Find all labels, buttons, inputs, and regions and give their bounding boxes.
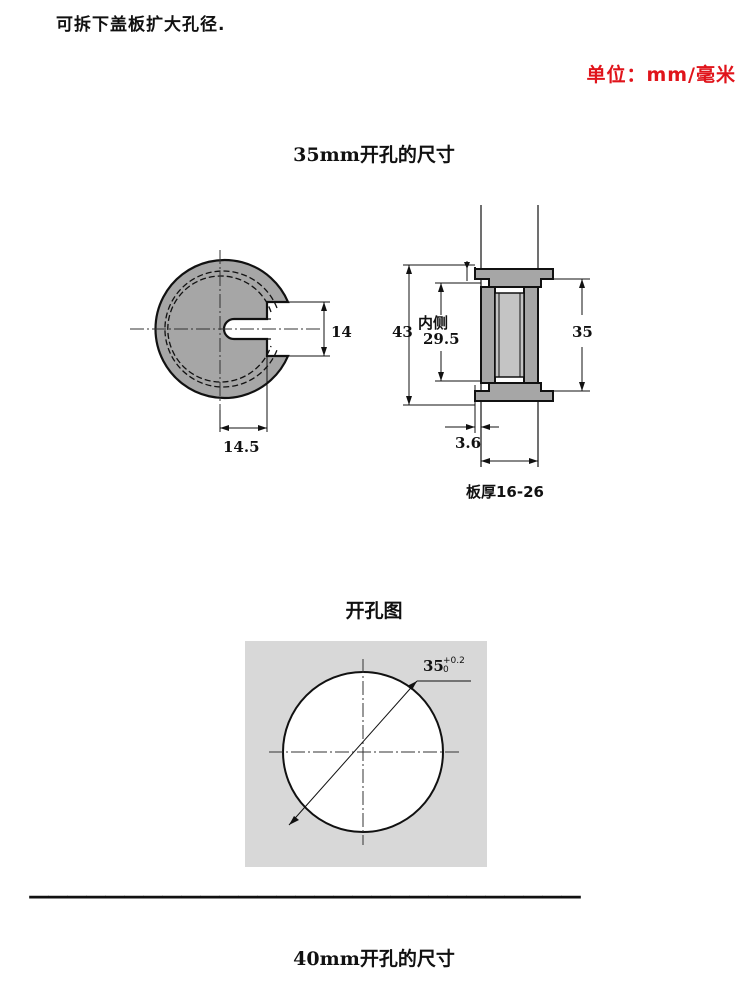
dim-offset: 14.5: [223, 438, 260, 456]
section-35-title: 35mm开孔的尺寸: [293, 144, 455, 166]
dim-inner: 29.5: [423, 330, 460, 348]
dim-slot-width: 14: [331, 323, 352, 341]
inner-dashed-circle-2: [164, 270, 278, 388]
section-40-title: 40mm开孔的尺寸: [293, 948, 455, 970]
inner-label: 内侧: [418, 314, 449, 332]
hole-tolerance: +0.2 0: [443, 657, 465, 675]
tol-upper: +0.2: [443, 656, 465, 666]
dim-outer: 43: [392, 323, 413, 341]
thickness-label: 板厚16-26: [466, 483, 544, 501]
hole-diameter: 35: [423, 657, 444, 675]
tol-lower: 0: [443, 665, 449, 675]
section-divider: —————————————————————————————: [28, 884, 582, 909]
section-hole-title: 开孔图: [345, 600, 403, 622]
side-view-diagram: [403, 205, 590, 467]
inner-dashed-circle: [167, 275, 272, 383]
front-view-diagram: [130, 250, 330, 432]
dim-hole: 35: [572, 323, 593, 341]
hole-drawing: [245, 641, 487, 867]
dim-flange: 3.6: [455, 434, 482, 452]
unit-label: 单位：mm/毫米: [586, 64, 736, 86]
intro-text: 可拆下盖板扩大孔径.: [56, 15, 226, 35]
